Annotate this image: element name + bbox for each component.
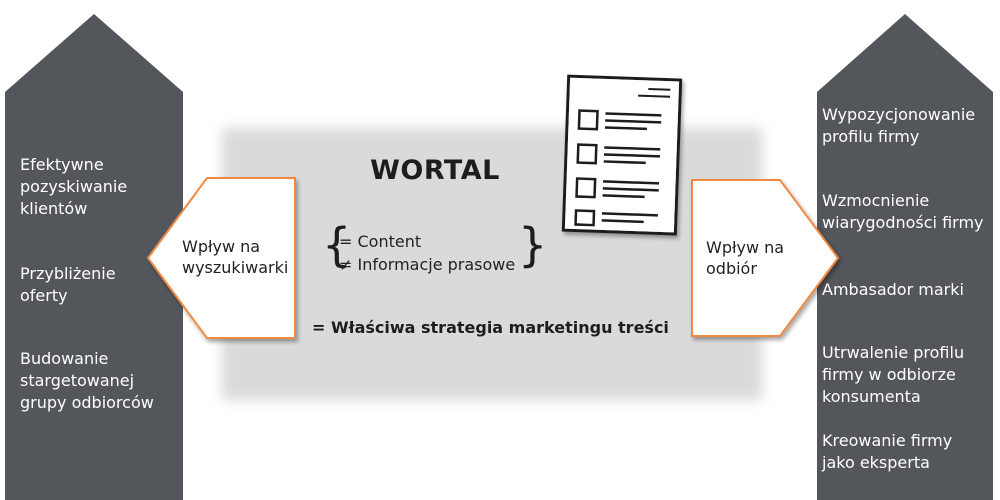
left-item-1-line-3: klientów	[20, 199, 88, 218]
document-icon	[561, 74, 683, 236]
right-item-3-line-1: Ambasador marki	[822, 280, 964, 299]
right-brace: }	[518, 218, 548, 272]
left-brace: {	[322, 218, 352, 272]
right-arrow-label: Wpływ na odbiór	[706, 237, 784, 279]
right-item-1-line-2: profilu firmy	[822, 127, 920, 146]
right-item-1-line-1: Wypozycjonowanie	[822, 105, 976, 124]
right-item-5: Kreowanie firmy jako eksperta	[822, 430, 1000, 474]
right-item-4-line-2: firmy w odbiorze	[822, 365, 956, 384]
right-item-3: Ambasador marki	[822, 279, 1000, 301]
left-arrow-label: Wpływ na wyszukiwarki	[182, 236, 288, 278]
left-column-arrow	[5, 14, 183, 500]
left-item-3-line-2: stargetowanej	[20, 371, 135, 390]
left-item-2: Przybliżenie oferty	[20, 263, 180, 307]
right-item-2-line-2: wiarygodności firmy	[822, 213, 984, 232]
left-item-3-line-3: grupy odbiorców	[20, 393, 154, 412]
left-item-2-line-1: Przybliżenie	[20, 264, 116, 283]
right-item-5-line-1: Kreowanie firmy	[822, 431, 953, 450]
conclusion-text: = Właściwa strategia marketingu treści	[312, 318, 669, 337]
left-item-1-line-2: pozyskiwanie	[20, 177, 128, 196]
right-pointer-arrow	[691, 179, 840, 337]
right-column-arrow	[817, 14, 993, 500]
right-item-4: Utrwalenie profilu firmy w odbiorze kons…	[822, 342, 1000, 408]
left-item-1: Efektywne pozyskiwanie klientów	[20, 154, 180, 220]
right-item-4-line-1: Utrwalenie profilu	[822, 343, 965, 362]
formula-line-2: ≠ Informacje prasowe	[339, 255, 516, 274]
left-arrow-label-line-1: Wpływ na	[182, 237, 261, 256]
left-item-1-line-1: Efektywne	[20, 155, 104, 174]
right-item-2: Wzmocnienie wiarygodności firmy	[822, 190, 1000, 234]
left-item-3: Budowanie stargetowanej grupy odbiorców	[20, 348, 180, 414]
formula-line-1: = Content	[339, 232, 422, 251]
left-item-3-line-1: Budowanie	[20, 349, 109, 368]
right-arrow-label-line-2: odbiór	[706, 259, 757, 278]
left-arrow-label-line-2: wyszukiwarki	[182, 258, 289, 277]
right-item-1: Wypozycjonowanie profilu firmy	[822, 104, 1000, 148]
right-item-4-line-3: konsumenta	[822, 387, 921, 406]
right-item-5-line-2: jako eksperta	[822, 453, 930, 472]
right-item-2-line-1: Wzmocnienie	[822, 191, 930, 210]
wortal-title: WORTAL	[370, 155, 500, 186]
left-pointer-arrow	[146, 177, 296, 339]
left-item-2-line-2: oferty	[20, 286, 68, 305]
right-arrow-label-line-1: Wpływ na	[706, 238, 785, 257]
